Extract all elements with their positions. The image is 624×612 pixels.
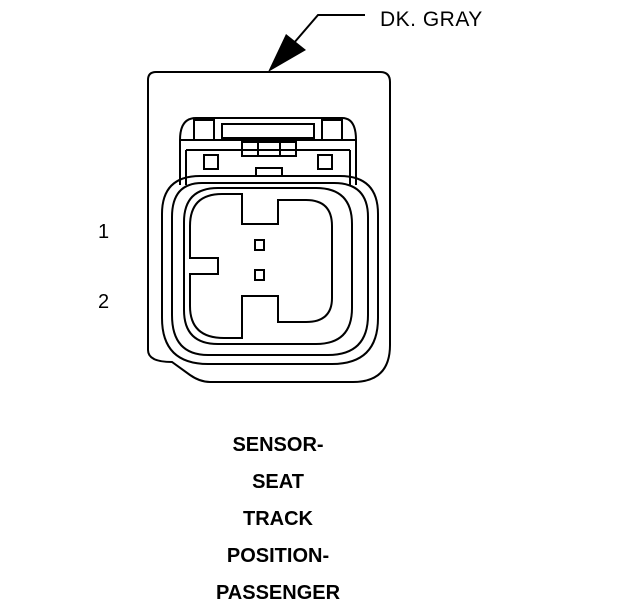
pin-number-1: 1 (98, 221, 110, 243)
caption-line-4: POSITION- (226, 545, 330, 567)
caption-line-2: SEAT (252, 471, 304, 493)
connector-latch (179, 117, 357, 185)
caption-line-3: TRACK (243, 508, 313, 530)
connector-face (183, 187, 353, 345)
callout-leader (268, 14, 365, 72)
wire-color-label: DK. GRAY (380, 8, 483, 31)
caption-line-5: PASSENGER (215, 582, 341, 604)
pin-number-2: 2 (98, 291, 110, 313)
caption-line-1: SENSOR- (232, 434, 324, 456)
connector-shroud (161, 175, 379, 365)
connector-caption: SENSOR- SEAT TRACK POSITION- PASSENGER (178, 427, 378, 612)
connector-housing (147, 71, 391, 383)
